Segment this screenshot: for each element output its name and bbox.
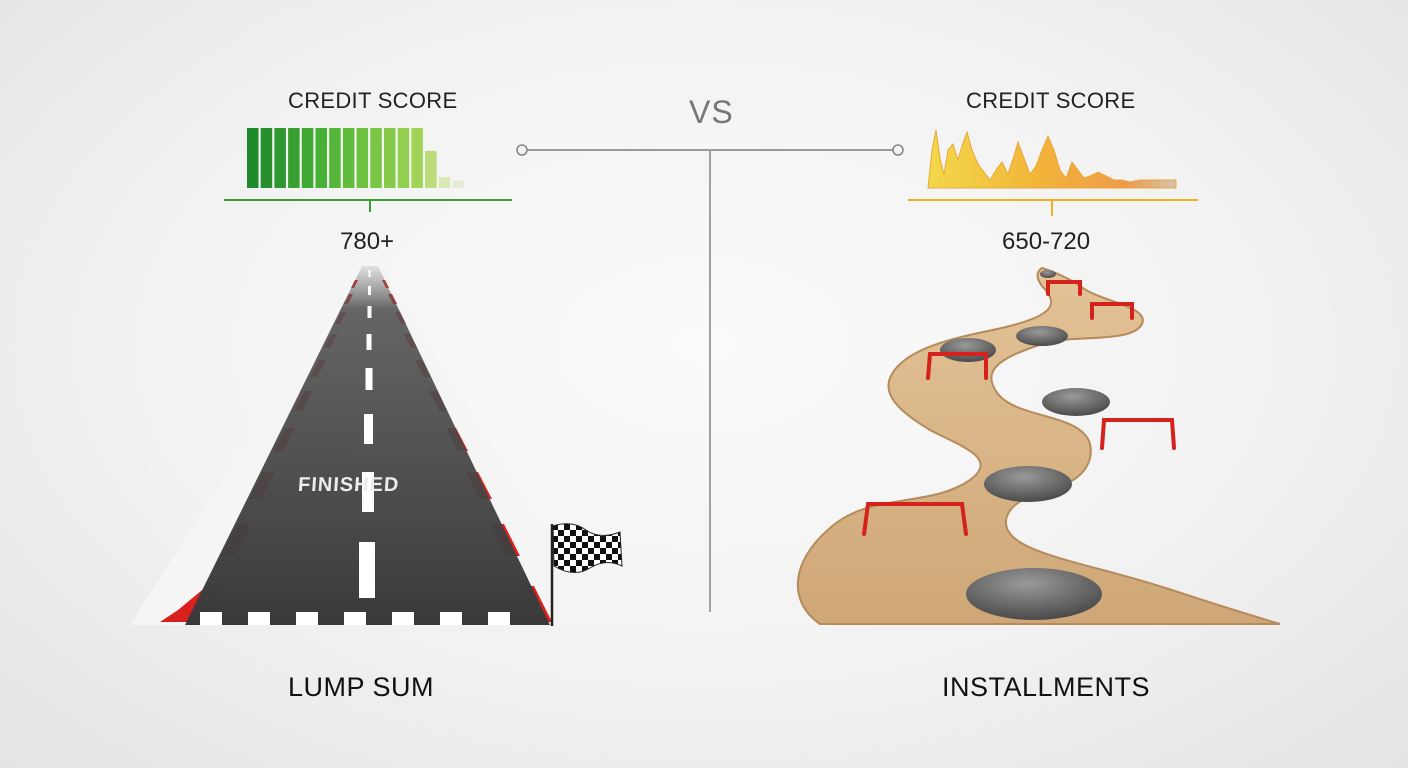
score-bar <box>411 128 423 188</box>
score-bar <box>274 128 286 188</box>
score-bar <box>356 128 369 188</box>
score-bar <box>438 177 451 188</box>
score-bar <box>452 180 464 188</box>
lump-sum-label: LUMP SUM <box>288 672 435 702</box>
score-bar <box>315 128 327 188</box>
left-score-title: CREDIT SCORE <box>288 88 458 113</box>
installments-label: INSTALLMENTS <box>942 672 1151 702</box>
score-bar <box>384 128 396 188</box>
race-track-road <box>130 266 600 625</box>
left-score-value: 780+ <box>340 228 395 255</box>
right-score-value: 650-720 <box>1002 228 1091 255</box>
score-bar <box>247 128 259 188</box>
score-bar <box>342 128 355 188</box>
score-bar <box>370 128 382 188</box>
right-score-title: CREDIT SCORE <box>966 88 1136 113</box>
score-bar <box>288 128 300 188</box>
checkered-flag-icon <box>550 523 623 626</box>
right-score-fluctuating-gauge <box>908 129 1198 216</box>
score-bar <box>397 128 410 188</box>
road-finished-text: FINISHED <box>297 474 401 496</box>
left-score-bar-gauge <box>224 128 512 212</box>
score-bar <box>425 150 437 188</box>
vs-label: VS <box>689 94 734 130</box>
score-bar <box>301 128 314 188</box>
score-bar <box>260 128 273 188</box>
winding-sand-path <box>796 266 1281 625</box>
score-bar <box>329 128 341 188</box>
